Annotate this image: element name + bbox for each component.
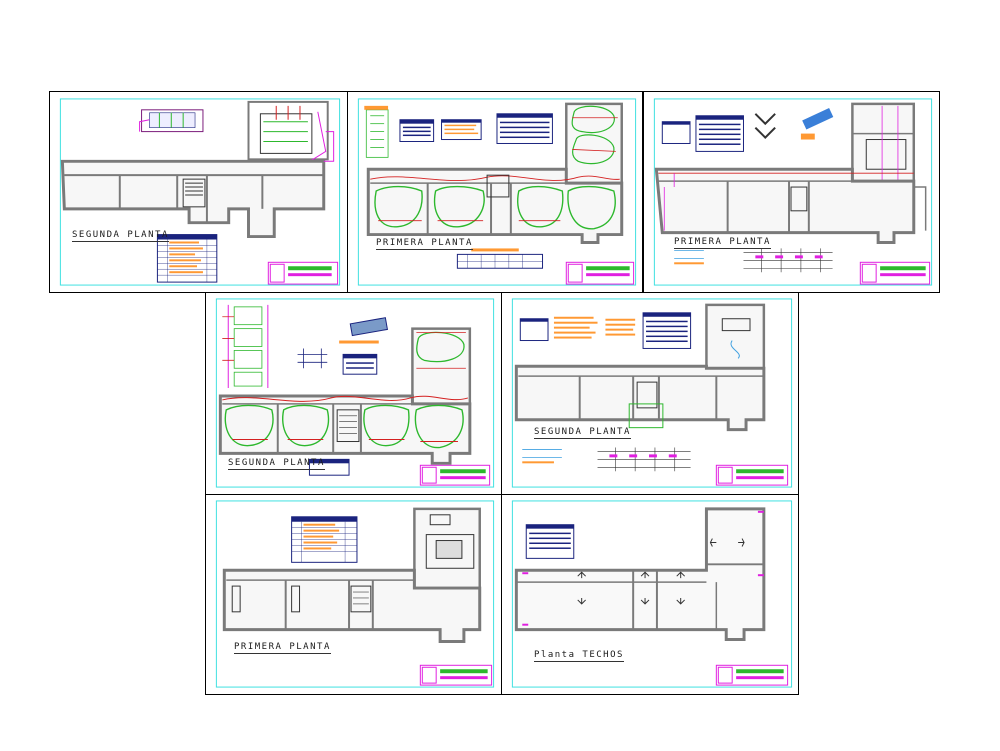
plan-drawing (357, 98, 637, 286)
sheet-title: SEGUNDA PLANTA (228, 458, 325, 470)
sheet-planta-techos: Planta TECHOS (501, 494, 799, 695)
sheet-title: PRIMERA PLANTA (376, 238, 473, 250)
sheet-title: Planta TECHOS (534, 650, 624, 662)
sheet-primera-planta-1: PRIMERA PLANTA (347, 91, 643, 293)
sheet-segunda-planta-2: SEGUNDA PLANTA (205, 292, 502, 495)
plan-drawing (511, 298, 793, 488)
plan-drawing (511, 500, 793, 688)
sheet-title: SEGUNDA PLANTA (72, 230, 169, 242)
sheet-primera-planta-2: PRIMERA PLANTA (643, 91, 940, 293)
sheet-title: PRIMERA PLANTA (234, 642, 331, 654)
sheet-primera-planta-3: PRIMERA PLANTA (205, 494, 502, 695)
plan-drawing (215, 298, 495, 488)
sheet-title: PRIMERA PLANTA (674, 237, 771, 249)
plan-drawing (215, 500, 495, 688)
sheet-segunda-planta-3: SEGUNDA PLANTA (501, 292, 799, 495)
sheet-segunda-planta-1: SEGUNDA PLANTA (49, 91, 348, 293)
plan-drawing (653, 98, 933, 286)
plan-drawing (59, 98, 341, 286)
sheet-title: SEGUNDA PLANTA (534, 427, 631, 439)
